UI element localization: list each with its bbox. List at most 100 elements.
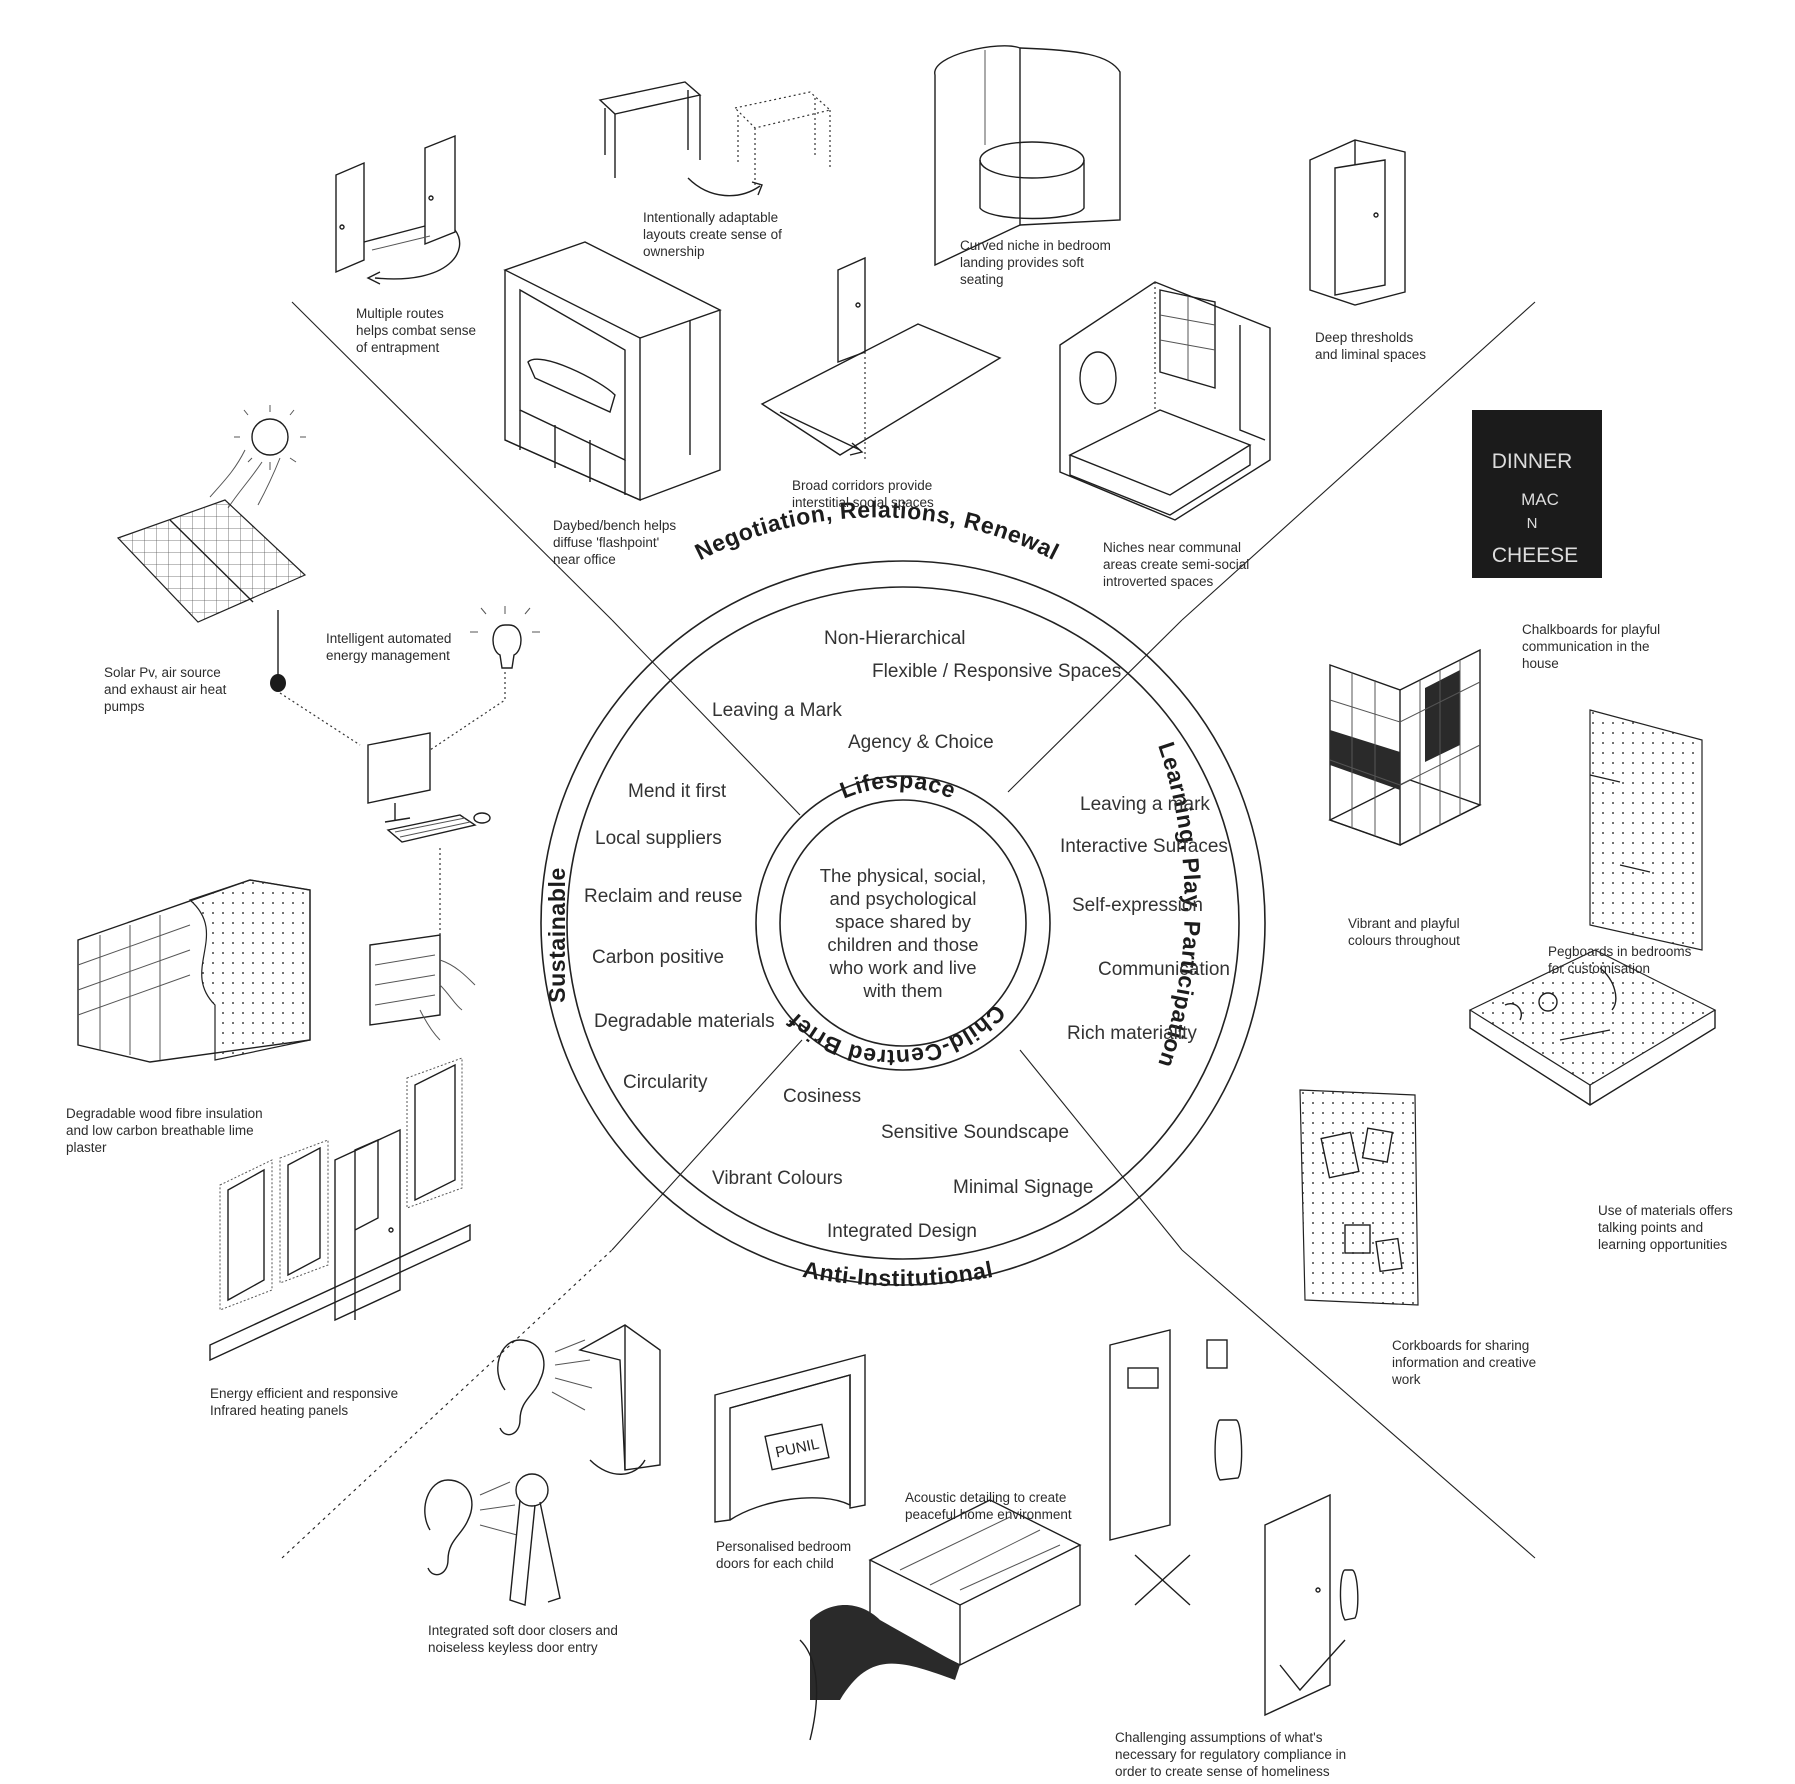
- chalkboard-line: DINNER: [1492, 450, 1573, 473]
- principle-item: Integrated Design: [827, 1221, 977, 1242]
- caption-line: landing provides soft: [960, 255, 1084, 270]
- center-line: space shared by: [835, 911, 972, 932]
- principle-item: Vibrant Colours: [712, 1168, 843, 1189]
- caption-line: Use of materials offers: [1598, 1203, 1733, 1218]
- caption-line: of entrapment: [356, 340, 440, 355]
- caption-line: Intelligent automated: [326, 631, 451, 646]
- caption-line: Energy efficient and responsive: [210, 1386, 398, 1401]
- caption-line: colours throughout: [1348, 933, 1460, 948]
- caption-line: layouts create sense of: [643, 227, 782, 242]
- caption-line: pumps: [104, 699, 145, 714]
- solar-sketch: [116, 405, 307, 623]
- principles-top: Non-Hierarchical Flexible / Responsive S…: [712, 628, 1121, 753]
- heating-sketch: [209, 1057, 471, 1362]
- caption-line: Degradable wood fibre insulation: [66, 1106, 263, 1121]
- divider-inner-br: [1019, 1049, 1183, 1251]
- inner-ring-title-top: Lifespace: [836, 767, 959, 804]
- caption-line: Curved niche in bedroom: [960, 238, 1111, 253]
- center-line: who work and live: [828, 957, 976, 978]
- quadrant-dividers: [281, 301, 1536, 1559]
- caption-line: areas create semi-social: [1103, 557, 1249, 572]
- principle-item: Minimal Signage: [953, 1177, 1093, 1198]
- broad-corridors-sketch: [760, 256, 1002, 462]
- principle-item: Non-Hierarchical: [824, 628, 966, 649]
- caption-line: Corkboards for sharing: [1392, 1338, 1529, 1353]
- principle-item: Circularity: [623, 1072, 708, 1093]
- caption-line: Multiple routes: [356, 306, 444, 321]
- divider-top-left: [291, 301, 613, 621]
- divider-inner-bl: [611, 1039, 803, 1251]
- caption-line: and exhaust air heat: [104, 682, 227, 697]
- caption-broad-corridors: Broad corridors provide interstitial soc…: [792, 478, 934, 510]
- principle-item: Leaving a Mark: [712, 700, 842, 721]
- caption-line: and low carbon breathable lime: [66, 1123, 254, 1138]
- caption-line: house: [1522, 656, 1559, 671]
- caption-line: Niches near communal: [1103, 540, 1241, 555]
- principle-item: Rich materiality: [1067, 1023, 1197, 1044]
- caption-insulation: Degradable wood fibre insulation and low…: [66, 1106, 263, 1155]
- caption-door-closers: Integrated soft door closers and noisele…: [428, 1623, 618, 1655]
- caption-personalised: Personalised bedroom doors for each chil…: [716, 1539, 851, 1571]
- insulation-sketch: [77, 879, 311, 1063]
- adaptable-layouts-sketch: [598, 81, 832, 197]
- principles-right: Leaving a mark Interactive Surfaces Self…: [1060, 794, 1230, 1044]
- caption-vibrant: Vibrant and playful colours throughout: [1348, 916, 1460, 948]
- caption-line: energy management: [326, 648, 450, 663]
- compliance-sketch: [1109, 1329, 1359, 1717]
- caption-line: seating: [960, 272, 1004, 287]
- divider-inner-tl: [611, 619, 801, 816]
- caption-line: Broad corridors provide: [792, 478, 932, 493]
- caption-solar: Solar Pv, air source and exhaust air hea…: [104, 665, 227, 714]
- center-definition: The physical, social, and psychological …: [820, 865, 987, 1001]
- caption-pegboards: Pegboards in bedrooms for customisation: [1548, 944, 1692, 976]
- caption-corkboards: Corkboards for sharing information and c…: [1391, 1338, 1536, 1387]
- caption-energy-management: Intelligent automated energy management: [326, 631, 451, 663]
- caption-line: talking points and: [1598, 1220, 1703, 1235]
- chalkboard-line: MAC: [1521, 490, 1559, 509]
- caption-line: diffuse 'flashpoint': [553, 535, 659, 550]
- chalkboard-line: N: [1527, 515, 1538, 532]
- vibrant-colours-sketch: [1328, 648, 1482, 846]
- divider-top-right: [1181, 301, 1536, 621]
- center-line: The physical, social,: [820, 865, 987, 886]
- curved-niche-sketch: [934, 45, 1121, 267]
- materials-sketch: [1468, 949, 1717, 1106]
- caption-curved-niche: Curved niche in bedroom landing provides…: [960, 238, 1111, 287]
- corkboard-sketch: [1299, 1089, 1419, 1306]
- caption-line: order to create sense of homeliness: [1115, 1764, 1330, 1779]
- caption-deep-thresholds: Deep thresholds and liminal spaces: [1315, 330, 1426, 362]
- principle-item: Sensitive Soundscape: [881, 1122, 1069, 1143]
- divider-bottom-left: [281, 1249, 613, 1559]
- principle-item: Degradable materials: [594, 1011, 775, 1032]
- divider-bottom-right: [1181, 1249, 1536, 1559]
- energy-management-sketch: [270, 606, 540, 1041]
- principle-item: Cosiness: [783, 1086, 861, 1107]
- caption-line: interstitial social spaces: [792, 495, 934, 510]
- caption-line: Daybed/bench helps: [553, 518, 676, 533]
- caption-multiple-routes: Multiple routes helps combat sense of en…: [356, 306, 476, 355]
- caption-line: noiseless keyless door entry: [428, 1640, 598, 1655]
- caption-line: plaster: [66, 1140, 107, 1155]
- principle-item: Agency & Choice: [848, 732, 994, 753]
- center-line: and psychological: [829, 888, 976, 909]
- caption-line: near office: [553, 552, 616, 567]
- inner-ring-inner-circle: [779, 799, 1027, 1047]
- principle-item: Interactive Surfaces: [1060, 836, 1228, 857]
- acoustic-sketch: [799, 1499, 1082, 1741]
- door-closers-sketch: [424, 1324, 661, 1606]
- principle-item: Mend it first: [628, 781, 727, 802]
- principle-item: Communication: [1098, 959, 1230, 980]
- inner-ring-outer-circle: [755, 775, 1051, 1071]
- caption-chalkboards: Chalkboards for playful communication in…: [1522, 622, 1660, 671]
- principle-item: Self-expression: [1072, 895, 1203, 916]
- outer-ring-inner-circle: [566, 586, 1240, 1260]
- outer-ring-outer-circle: [540, 560, 1266, 1286]
- principle-item: Carbon positive: [592, 947, 724, 968]
- principle-item: Leaving a mark: [1080, 794, 1210, 815]
- caption-line: Solar Pv, air source: [104, 665, 221, 680]
- deep-thresholds-sketch: [1309, 139, 1406, 306]
- caption-heating: Energy efficient and responsive Infrared…: [210, 1386, 398, 1418]
- caption-line: Personalised bedroom: [716, 1539, 851, 1554]
- caption-line: doors for each child: [716, 1556, 834, 1571]
- principle-item: Reclaim and reuse: [584, 886, 742, 907]
